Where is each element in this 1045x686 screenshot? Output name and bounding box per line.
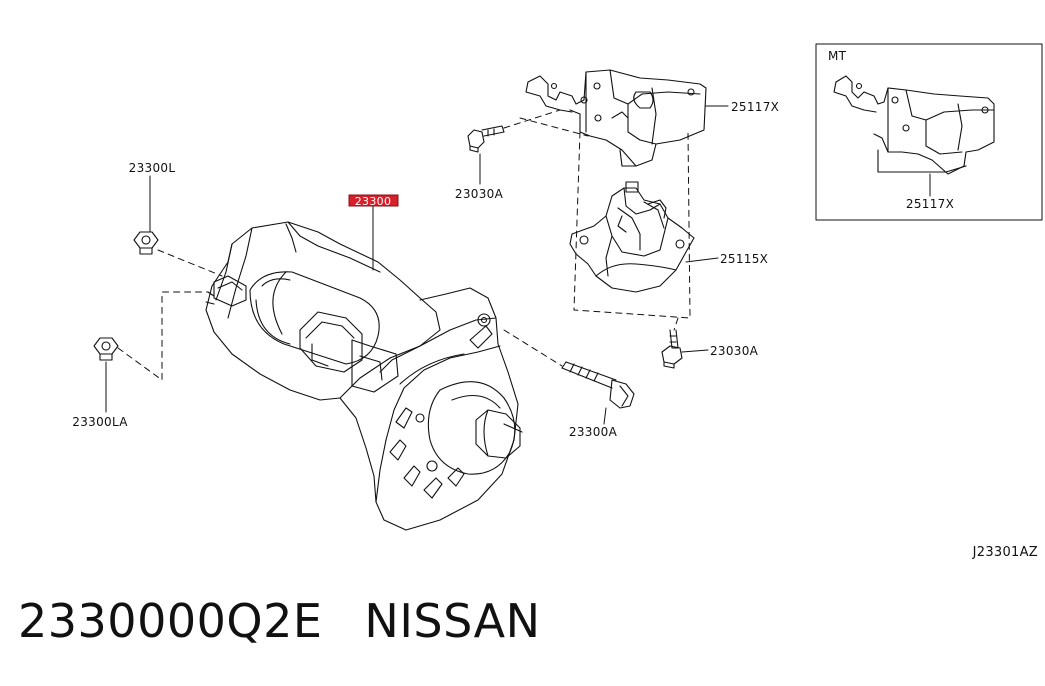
leader-lines <box>105 105 931 425</box>
bolt-upper <box>467 125 505 153</box>
label-bolt-long[interactable]: 23300A <box>569 425 618 439</box>
inset-label: MT <box>828 49 847 63</box>
label-mount[interactable]: 25115X <box>720 252 768 266</box>
bracket-upper <box>525 69 707 167</box>
assembly-lines <box>117 109 691 381</box>
label-starter[interactable]: 23300 <box>355 195 392 208</box>
label-bracket-mt[interactable]: 25117X <box>906 197 954 211</box>
inset-bracket-mt <box>815 43 1043 221</box>
mount-bracket <box>569 181 695 293</box>
label-nut-lower[interactable]: 23300LA <box>72 415 128 429</box>
footer-title: 2330000Q2E NISSAN <box>18 594 541 648</box>
starter-motor <box>205 221 523 531</box>
diagram-code: J23301AZ <box>972 545 1038 560</box>
part-number: 2330000Q2E <box>18 594 323 648</box>
starter-label-highlight <box>348 194 399 207</box>
label-bracket-main[interactable]: 25117X <box>731 100 779 114</box>
label-bolt-upper[interactable]: 23030A <box>455 187 504 201</box>
label-bolt-lower[interactable]: 23030A <box>710 344 759 358</box>
nut-lower <box>93 337 119 361</box>
bolt-lower <box>661 329 683 369</box>
brand-name: NISSAN <box>364 594 541 648</box>
bolt-long <box>561 361 635 409</box>
nut-upper <box>133 231 159 255</box>
label-nut-upper[interactable]: 23300L <box>129 161 176 175</box>
